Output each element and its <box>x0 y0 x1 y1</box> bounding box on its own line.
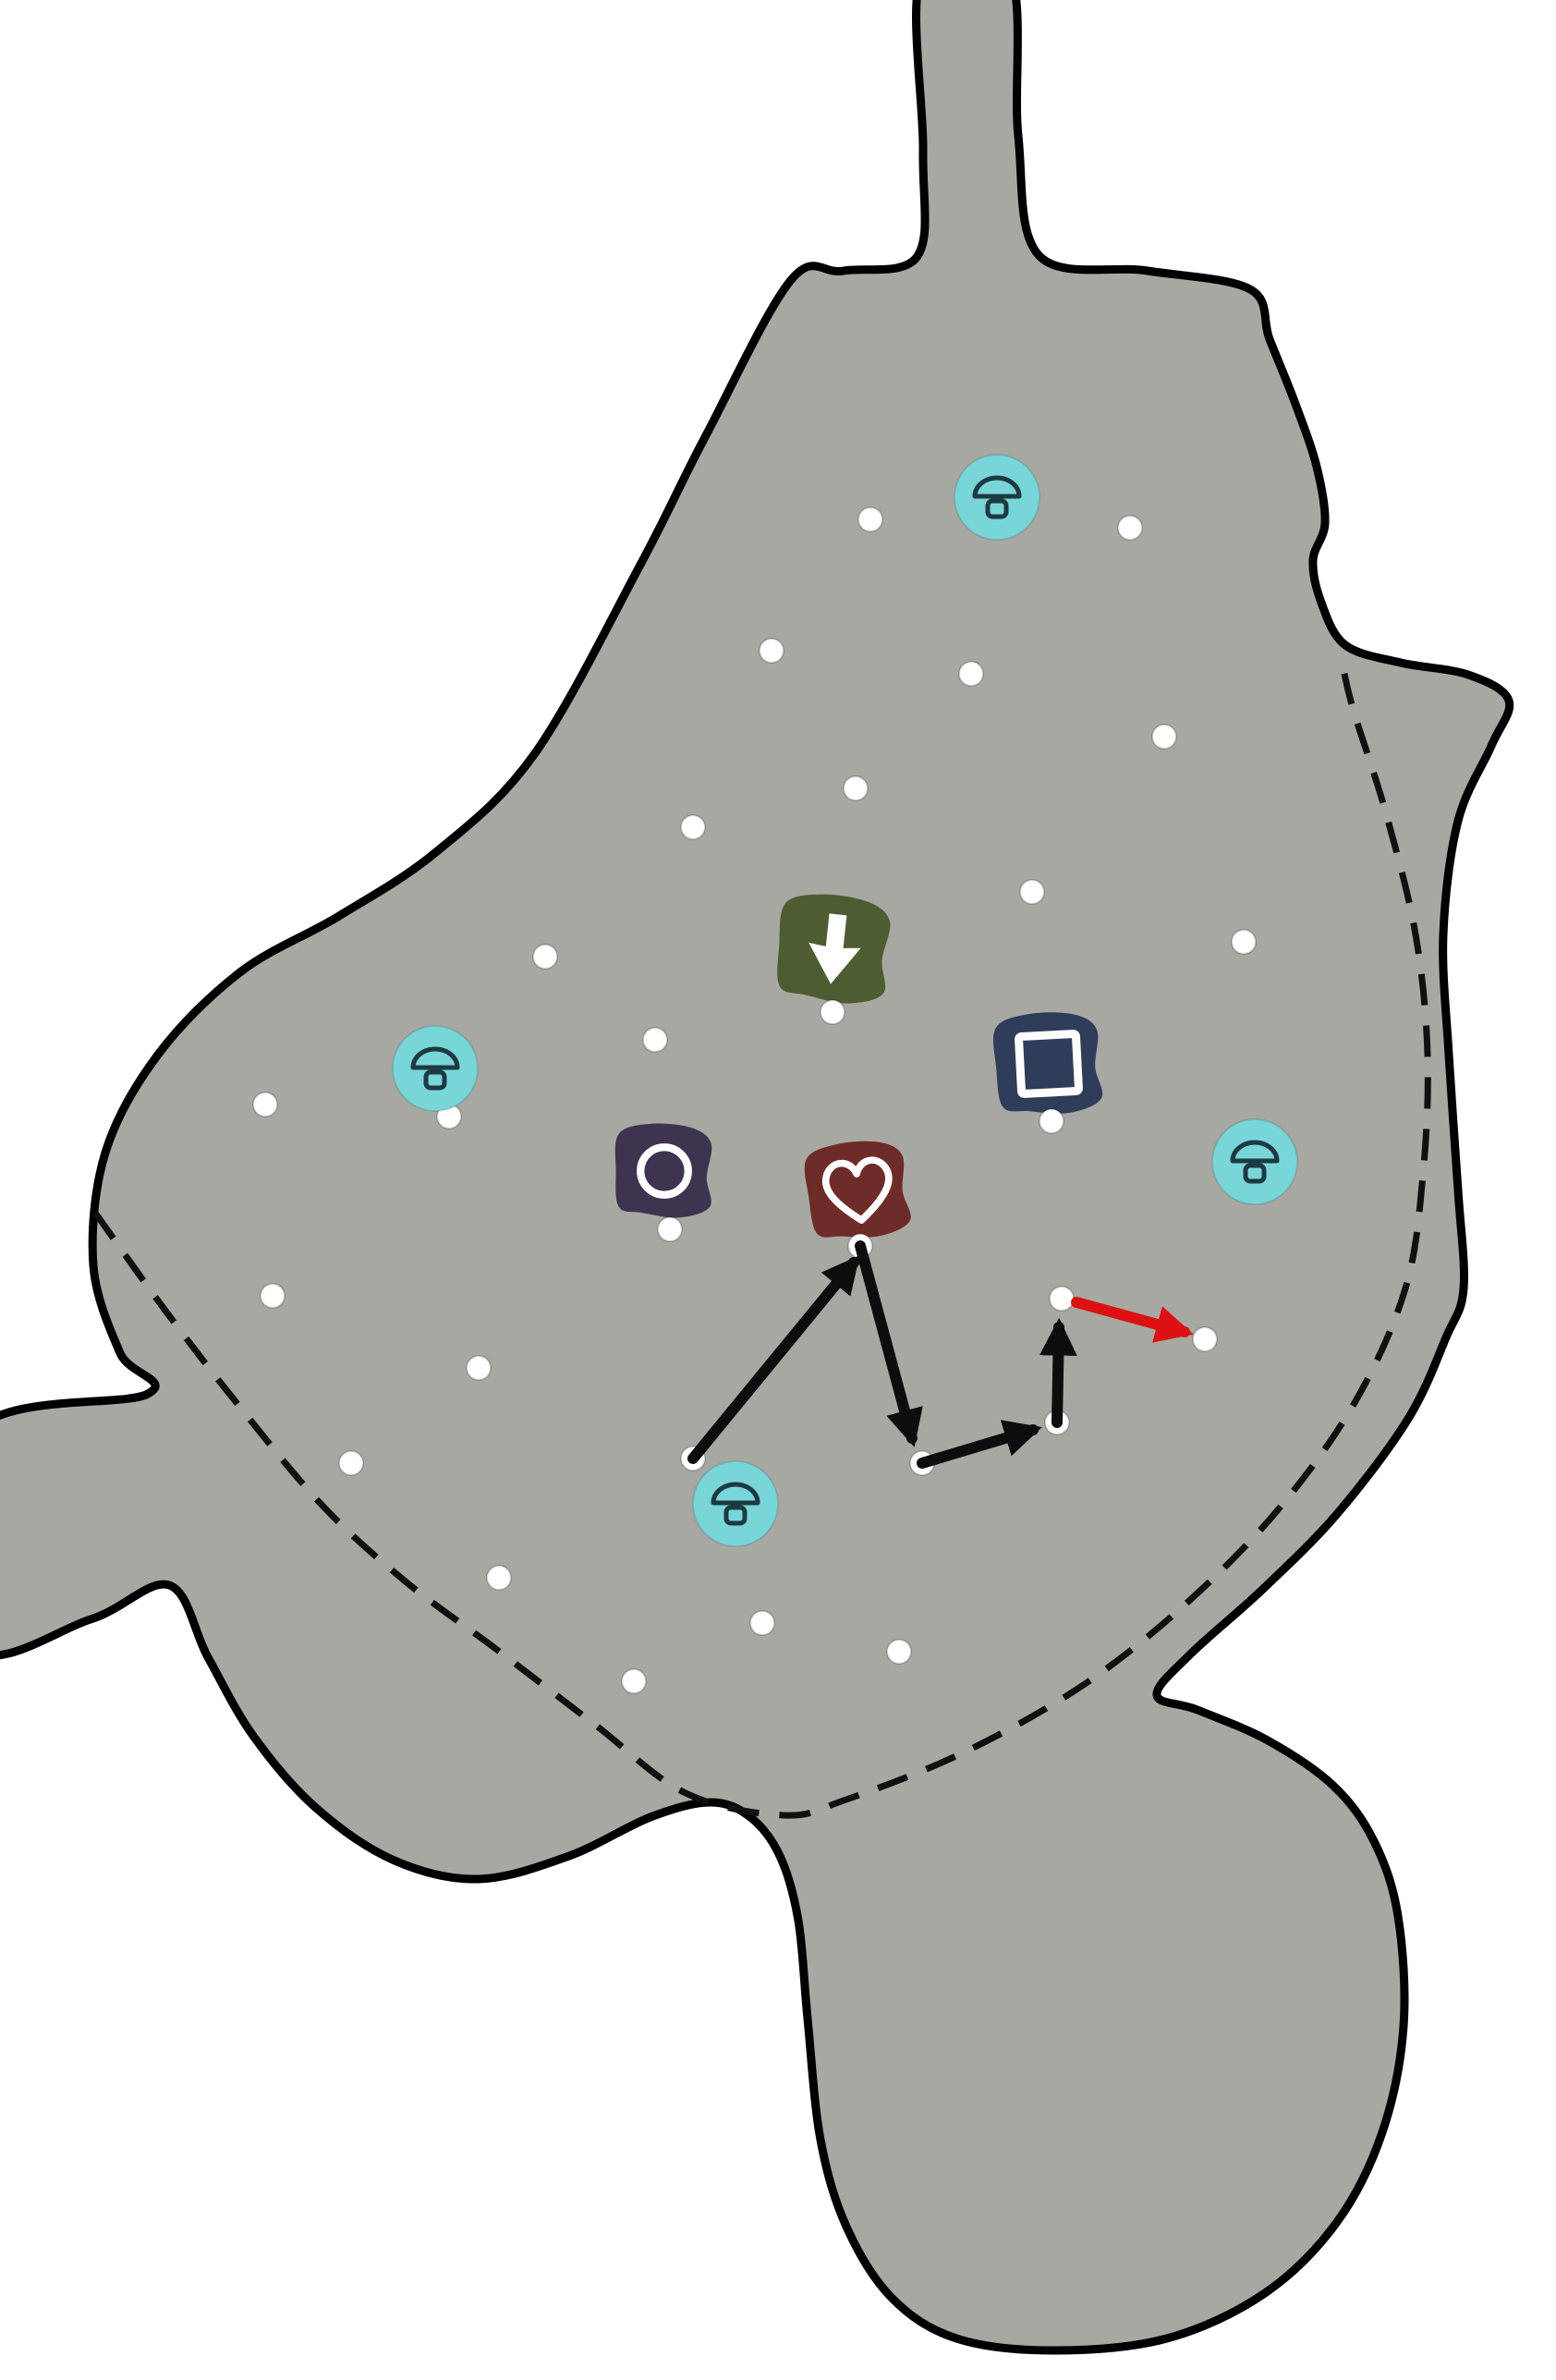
map-dot <box>466 1355 492 1381</box>
map-dot <box>486 1565 512 1591</box>
arrow-down-icon <box>808 913 861 984</box>
mushroom-icon <box>1230 1140 1280 1184</box>
mushroom-marker <box>1211 1118 1298 1205</box>
mushroom-marker <box>392 1025 479 1112</box>
map-dot <box>1019 879 1045 905</box>
map-dot <box>338 1450 364 1476</box>
map-dot <box>1151 724 1177 750</box>
heart-symbol-marker <box>804 1141 911 1238</box>
square-icon <box>1015 1030 1083 1098</box>
route-arrow <box>1039 1317 1077 1428</box>
map-dot <box>958 661 984 687</box>
map-dot <box>1231 929 1257 955</box>
map-dot <box>857 507 883 532</box>
map-dot <box>820 999 845 1025</box>
map-dot <box>1117 515 1143 541</box>
map-dot <box>759 638 784 664</box>
circle-symbol-marker <box>614 1123 712 1218</box>
route-arrow <box>687 1255 860 1464</box>
route-arrows <box>687 1240 1194 1469</box>
map-dot <box>886 1639 912 1665</box>
map-dot <box>642 1027 668 1053</box>
map-dot <box>532 944 558 970</box>
mushroom-markers <box>392 454 1298 1547</box>
map-dot <box>260 1283 286 1309</box>
map-region <box>0 0 1514 2355</box>
map-dot <box>1192 1326 1218 1352</box>
map-dot <box>1049 1286 1075 1312</box>
mushroom-icon <box>972 475 1022 519</box>
map-boundary-dashed <box>92 654 1431 1819</box>
map-dot <box>621 1668 647 1694</box>
heart-icon <box>821 1156 893 1224</box>
symbol-markers <box>614 894 1103 1238</box>
map-dot <box>749 1610 775 1636</box>
map-dot <box>843 775 869 801</box>
symbol-splotch <box>614 1123 712 1218</box>
circle-icon <box>637 1143 692 1199</box>
route-arrow <box>855 1240 923 1447</box>
square-symbol-marker <box>993 1012 1103 1114</box>
map-dot <box>680 814 706 840</box>
route-arrow <box>917 1420 1042 1469</box>
map-dot <box>1039 1108 1064 1134</box>
mushroom-marker <box>692 1460 779 1547</box>
symbol-splotch <box>993 1012 1103 1114</box>
mushroom-icon <box>711 1482 760 1526</box>
mushroom-marker <box>954 454 1040 541</box>
map-dot <box>252 1092 278 1117</box>
route-arrow-final <box>1071 1297 1194 1343</box>
arrow-down-symbol-marker <box>777 894 891 1004</box>
mushroom-icon <box>410 1046 460 1091</box>
symbol-splotch <box>804 1141 911 1238</box>
map-dot <box>657 1216 683 1242</box>
